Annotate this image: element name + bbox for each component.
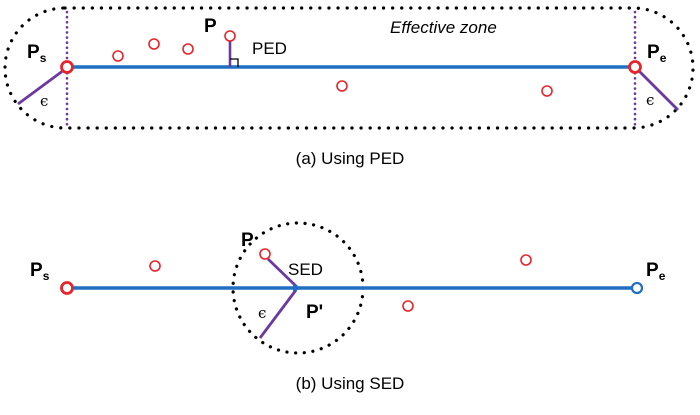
start-point-b — [60, 281, 74, 295]
panel-a: Effective zone Ps Pe P PED ϵ ϵ (a) Using… — [3, 6, 695, 168]
projected-point-label: P' — [306, 302, 323, 323]
effective-zone-label: Effective zone — [390, 18, 497, 37]
point-label-b: P — [241, 230, 254, 251]
epsilon-line-right — [637, 69, 679, 111]
ped-label: PED — [252, 39, 287, 58]
sample-point — [520, 254, 532, 266]
effective-zone-border — [3, 6, 695, 130]
end-label-b: Pe — [646, 260, 666, 283]
end-label-a: Pe — [647, 42, 667, 65]
sample-point — [336, 80, 348, 92]
start-label-a: Ps — [27, 42, 47, 65]
sed-line — [267, 257, 298, 289]
sample-point — [112, 50, 124, 62]
epsilon-label-b: ϵ — [258, 304, 266, 322]
sample-point — [402, 300, 414, 312]
epsilon-label-left: ϵ — [40, 92, 48, 110]
point-p-a — [224, 30, 236, 42]
end-point-b — [630, 281, 644, 295]
caption-b: (b) Using SED — [296, 374, 405, 393]
start-point-a — [60, 60, 74, 74]
point-p-b — [259, 248, 271, 260]
point-label-a: P — [204, 16, 217, 37]
sed-label: SED — [288, 260, 323, 279]
sample-point — [149, 260, 161, 272]
end-point-a — [628, 60, 642, 74]
sample-point — [182, 43, 194, 55]
caption-a: (a) Using PED — [296, 149, 405, 168]
epsilon-label-right: ϵ — [646, 91, 654, 109]
sample-point — [541, 85, 553, 97]
epsilon-radius-line — [258, 289, 298, 339]
sample-point — [148, 38, 160, 50]
start-label-b: Ps — [30, 260, 50, 283]
panel-b: Ps Pe P SED P' ϵ (b) Using SED — [30, 221, 666, 393]
right-angle-marker — [230, 58, 239, 67]
epsilon-line-left — [17, 68, 65, 106]
